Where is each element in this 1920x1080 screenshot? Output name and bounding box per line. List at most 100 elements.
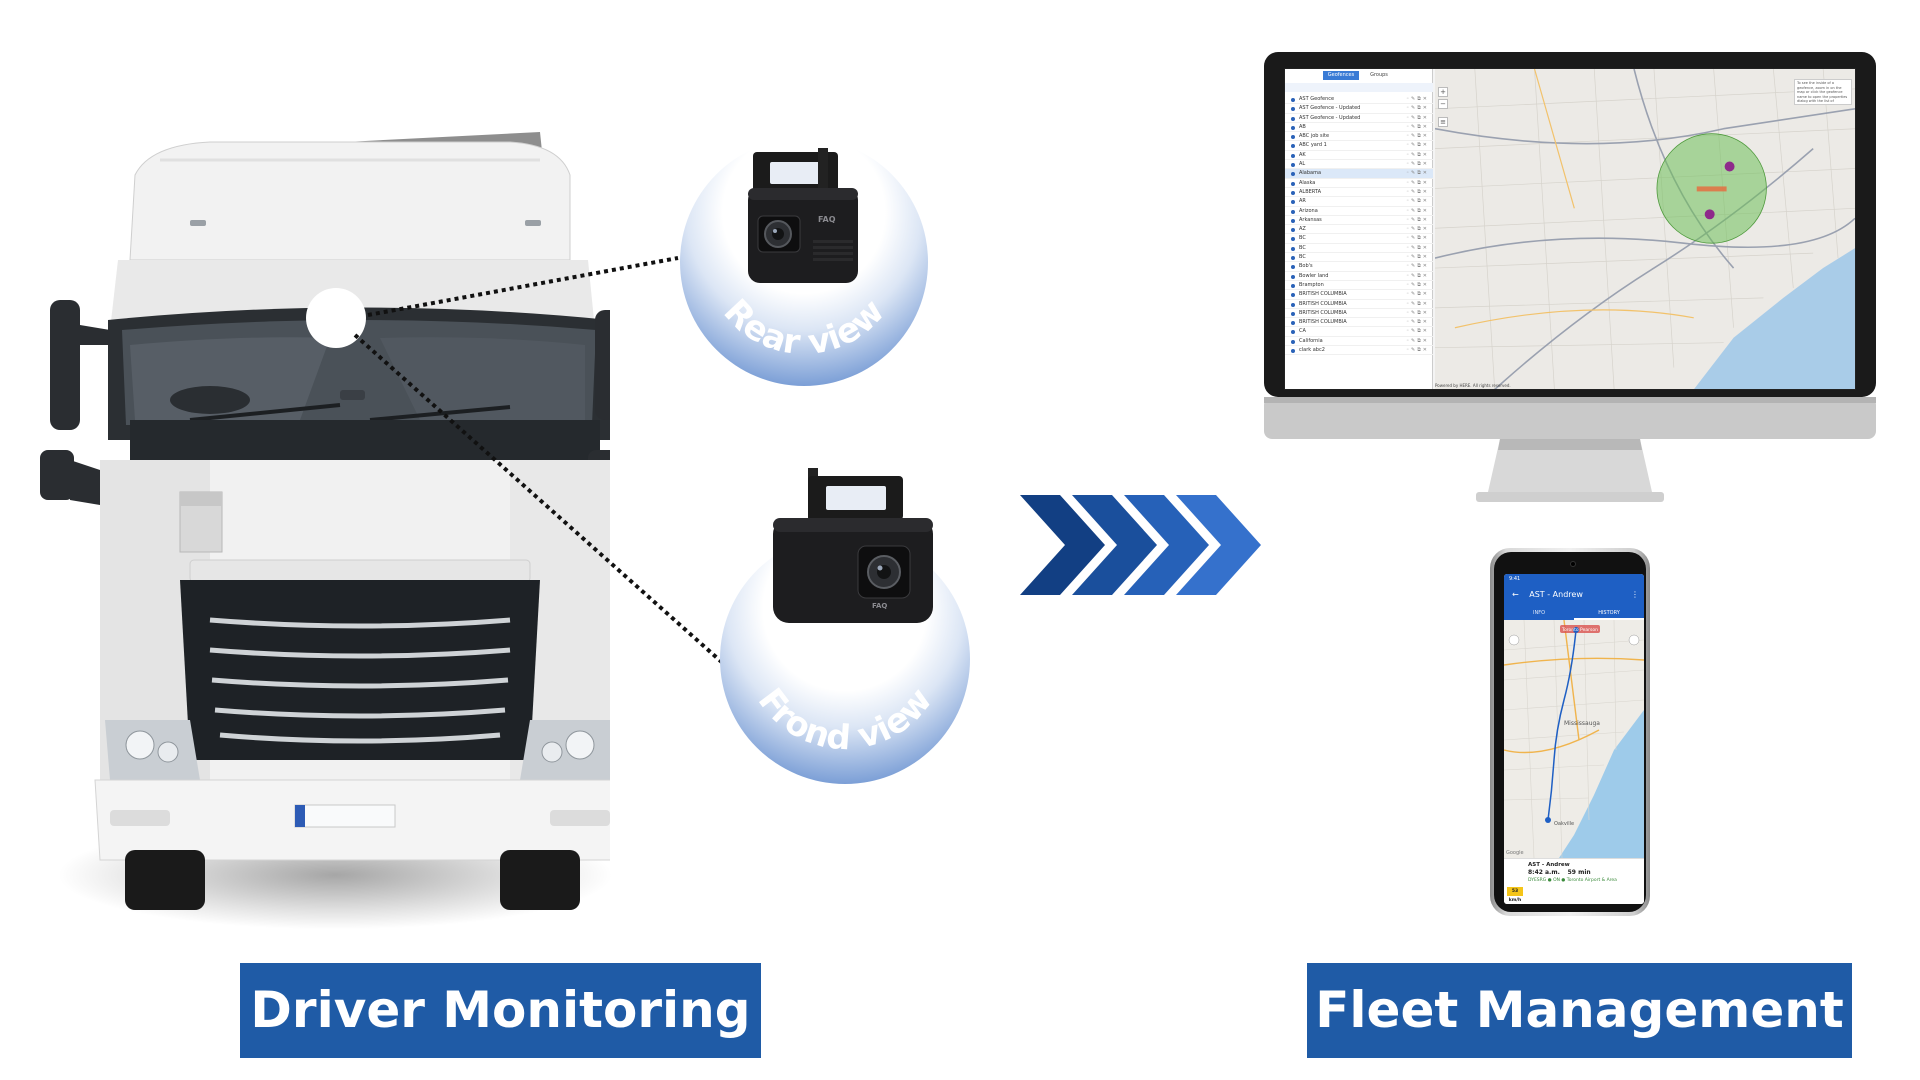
geofence-row-label: California: [1299, 337, 1323, 344]
geofence-row-label: AZ: [1299, 226, 1306, 233]
geofence-row[interactable]: California ◦✎⧉✕: [1285, 337, 1433, 347]
row-action-icons[interactable]: ◦✎⧉✕: [1406, 216, 1429, 223]
geofence-panel: Geofences Groups AST Geofence◦✎⧉✕AST Geo…: [1285, 69, 1433, 389]
row-action-icons[interactable]: ◦✎⧉✕: [1406, 96, 1429, 102]
row-action-icons[interactable]: ◦✎⧉✕: [1406, 300, 1429, 307]
geofence-row[interactable]: AB ◦✎⧉✕: [1285, 123, 1433, 133]
geofence-row[interactable]: BRITISH COLUMBIA◦✎⧉✕: [1285, 300, 1433, 309]
geofence-row[interactable]: Brampton ◦✎⧉✕: [1285, 281, 1433, 291]
row-action-icons[interactable]: ◦✎⧉✕: [1406, 263, 1429, 270]
front-camera-dot: [1570, 561, 1576, 567]
row-action-icons[interactable]: ◦✎⧉✕: [1406, 347, 1429, 354]
row-action-icons[interactable]: ◦✎⧉✕: [1406, 226, 1429, 233]
svg-text:FAQ: FAQ: [818, 215, 836, 224]
zoom-out-button[interactable]: −: [1438, 99, 1448, 109]
eta-row: 8:42 a.m. 59 min: [1508, 869, 1640, 877]
rear-view-label: Rear view: [716, 291, 893, 363]
geofence-row[interactable]: BC◦✎⧉✕: [1285, 253, 1433, 263]
fleet-management-banner: Fleet Management: [1307, 963, 1852, 1058]
rear-view-bubble: FAQ Rear view: [680, 138, 928, 386]
row-action-icons[interactable]: ◦✎⧉✕: [1406, 114, 1429, 121]
row-action-icons[interactable]: ◦✎⧉✕: [1406, 337, 1429, 344]
chevron-right-icon: [1020, 495, 1105, 595]
geofence-row[interactable]: AK ◦✎⧉✕: [1285, 151, 1433, 161]
geofence-row-label: AR: [1299, 198, 1306, 205]
back-arrow-icon[interactable]: ←: [1512, 590, 1519, 599]
row-action-icons[interactable]: ◦✎⧉✕: [1406, 272, 1429, 279]
camera-mount-dot: [306, 288, 366, 348]
geofence-row[interactable]: BRITISH COLUMBIA ◦✎⧉✕: [1285, 309, 1433, 319]
row-action-icons[interactable]: ◦✎⧉✕: [1406, 254, 1429, 261]
geofence-row-label: BRITISH COLUMBIA: [1299, 309, 1347, 316]
vehicle-name: AST - Andrew: [1528, 862, 1570, 868]
geofence-row[interactable]: BC ◦✎⧉✕: [1285, 234, 1433, 244]
phone-map[interactable]: Mississauga Oakville Toronto Pearson Goo…: [1504, 620, 1644, 858]
geofence-row-label: Arkansas: [1299, 216, 1322, 223]
geofence-row-label: ABC yard 1: [1299, 142, 1327, 149]
geofence-row[interactable]: AL ◦✎⧉✕: [1285, 160, 1433, 170]
row-action-icons[interactable]: ◦✎⧉✕: [1406, 188, 1429, 195]
geofence-row-label: BC: [1299, 235, 1306, 242]
row-action-icons[interactable]: ◦✎⧉✕: [1406, 291, 1429, 298]
row-action-icons[interactable]: ◦✎⧉✕: [1406, 123, 1429, 130]
geofence-row[interactable]: Bob's◦✎⧉✕: [1285, 262, 1433, 272]
geofence-row[interactable]: Arizona◦✎⧉✕: [1285, 207, 1433, 216]
row-action-icons[interactable]: ◦✎⧉✕: [1406, 142, 1429, 149]
row-action-icons[interactable]: ◦✎⧉✕: [1406, 179, 1429, 186]
geofence-row[interactable]: BRITISH COLUMBIA◦✎⧉✕: [1285, 318, 1433, 328]
row-action-icons[interactable]: ◦✎⧉✕: [1406, 244, 1429, 251]
tab-geofences[interactable]: Geofences: [1323, 71, 1359, 80]
geofence-row[interactable]: BRITISH COLUMBIA◦✎⧉✕: [1285, 290, 1433, 300]
map-label-airport: Toronto Pearson: [1561, 627, 1598, 633]
geofence-row-label: Brampton: [1299, 281, 1324, 288]
phone-app-bar: ← AST - Andrew ⋮: [1504, 584, 1644, 606]
zoom-in-button[interactable]: +: [1438, 87, 1448, 97]
geofence-row[interactable]: CA◦✎⧉✕: [1285, 327, 1433, 337]
row-action-icons[interactable]: ◦✎⧉✕: [1406, 133, 1429, 140]
phone-status-bar: 9:41: [1504, 574, 1644, 584]
desktop-map[interactable]: [1435, 69, 1855, 389]
tab-info[interactable]: INFO: [1532, 610, 1546, 616]
row-action-icons[interactable]: ◦✎⧉✕: [1406, 281, 1429, 288]
geofence-row-label: AL: [1299, 161, 1306, 168]
row-action-icons[interactable]: ◦✎⧉✕: [1406, 151, 1429, 158]
chevron-right-icon: [1124, 495, 1209, 595]
row-action-icons[interactable]: ◦✎⧉✕: [1406, 170, 1429, 177]
geofence-row-label: AB: [1299, 123, 1306, 130]
geofence-row[interactable]: ABC yard 1 ◦✎⧉✕: [1285, 141, 1433, 151]
geofence-row[interactable]: AR ◦✎⧉✕: [1285, 197, 1433, 207]
geofence-row[interactable]: ALBERTA◦✎⧉✕: [1285, 188, 1433, 198]
geofence-row[interactable]: AST Geofence - Updated◦✎⧉✕: [1285, 114, 1433, 123]
geofence-row-label: Alabama: [1299, 170, 1322, 177]
row-action-icons[interactable]: ◦✎⧉✕: [1406, 198, 1429, 205]
row-action-icons[interactable]: ◦✎⧉✕: [1406, 235, 1429, 242]
geofence-row[interactable]: AZ ◦✎⧉✕: [1285, 225, 1433, 235]
vehicle-info-card[interactable]: AST - Andrew 8:42 a.m. 59 min DYESRG ● O…: [1504, 858, 1644, 904]
row-action-icons[interactable]: ◦✎⧉✕: [1406, 319, 1429, 326]
google-logo: Google: [1506, 850, 1524, 856]
tab-history[interactable]: HISTORY: [1574, 606, 1644, 620]
row-action-icons[interactable]: ◦✎⧉✕: [1406, 161, 1429, 168]
geofence-row[interactable]: ABC job site ◦✎⧉✕: [1285, 132, 1433, 142]
row-action-icons[interactable]: ◦✎⧉✕: [1406, 105, 1429, 112]
map-label-mississauga: Mississauga: [1564, 720, 1600, 727]
speed-badge: 53 km/h: [1507, 887, 1523, 903]
geofence-row[interactable]: clark abc2◦✎⧉✕: [1285, 346, 1433, 356]
chevron-right-icon: [1176, 495, 1261, 595]
geofence-row-label: AK: [1299, 151, 1306, 158]
row-action-icons[interactable]: ◦✎⧉✕: [1406, 309, 1429, 316]
geofence-row[interactable]: Alaska◦✎⧉✕: [1285, 179, 1433, 188]
layers-button[interactable]: ≡: [1438, 117, 1448, 127]
tab-groups[interactable]: Groups: [1370, 72, 1388, 78]
geofence-row[interactable]: BC◦✎⧉✕: [1285, 244, 1433, 254]
geofence-row[interactable]: AST Geofence◦✎⧉✕: [1285, 95, 1433, 105]
more-icon[interactable]: ⋮: [1631, 590, 1639, 599]
row-action-icons[interactable]: ◦✎⧉✕: [1406, 207, 1429, 214]
eta-time: 8:42 a.m.: [1528, 869, 1560, 876]
row-action-icons[interactable]: ◦✎⧉✕: [1406, 328, 1429, 335]
geofence-row-label: ABC job site: [1299, 133, 1330, 140]
geofence-row[interactable]: Alabama ◦✎⧉✕: [1285, 169, 1433, 179]
geofence-row[interactable]: Bowler land◦✎⧉✕: [1285, 272, 1433, 281]
geofence-row[interactable]: Arkansas ◦✎⧉✕: [1285, 216, 1433, 226]
geofence-row[interactable]: AST Geofence - Updated◦✎⧉✕: [1285, 104, 1433, 114]
